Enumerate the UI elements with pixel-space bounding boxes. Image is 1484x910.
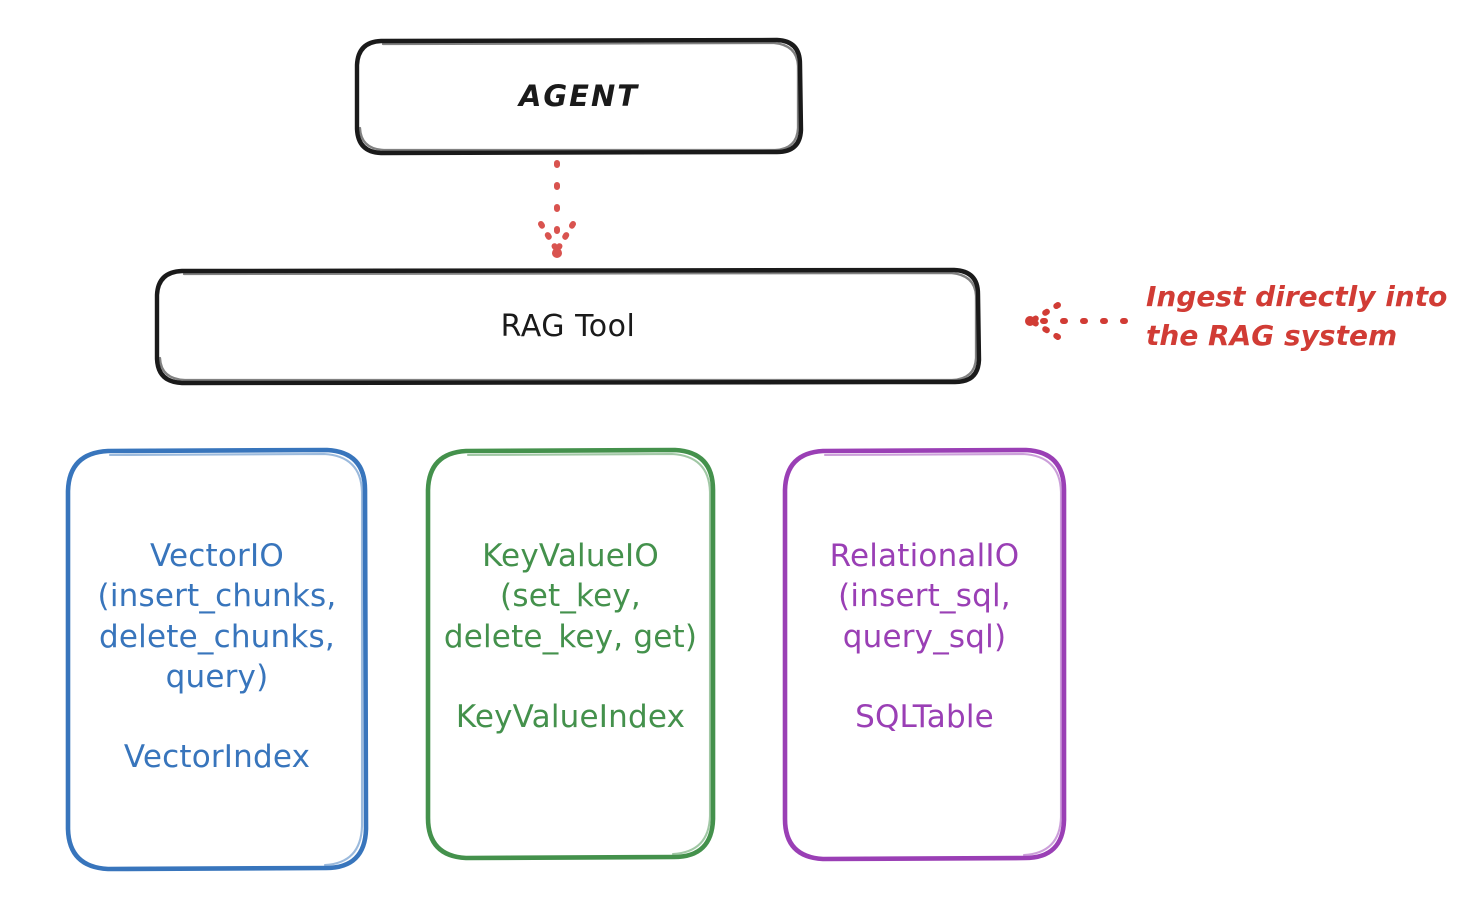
node-agent-label: AGENT <box>518 79 640 114</box>
ingest-arrow-connector <box>1025 302 1128 340</box>
node-agent[interactable]: AGENT <box>357 40 801 153</box>
node-rag-tool-label: RAG Tool <box>500 308 636 344</box>
node-vector-io[interactable]: VectorIO (insert_chunks, delete_chunks, … <box>68 450 366 870</box>
node-key-value-io[interactable]: KeyValueIO (set_key, delete_key, get) Ke… <box>428 450 713 858</box>
node-rag-tool[interactable]: RAG Tool <box>157 270 979 383</box>
node-vector-io-label: VectorIO (insert_chunks, delete_chunks, … <box>97 538 337 776</box>
node-relational-io[interactable]: RelationalIO (insert_sql, query_sql) SQL… <box>785 450 1064 859</box>
ingest-annotation-text: Ingest directly into the RAG system <box>1146 280 1448 352</box>
node-relational-io-label: RelationalIO (insert_sql, query_sql) SQL… <box>829 538 1020 736</box>
node-key-value-io-label: KeyValueIO (set_key, delete_key, get) Ke… <box>443 538 698 736</box>
agent-to-rag-tool-connector <box>538 160 576 258</box>
